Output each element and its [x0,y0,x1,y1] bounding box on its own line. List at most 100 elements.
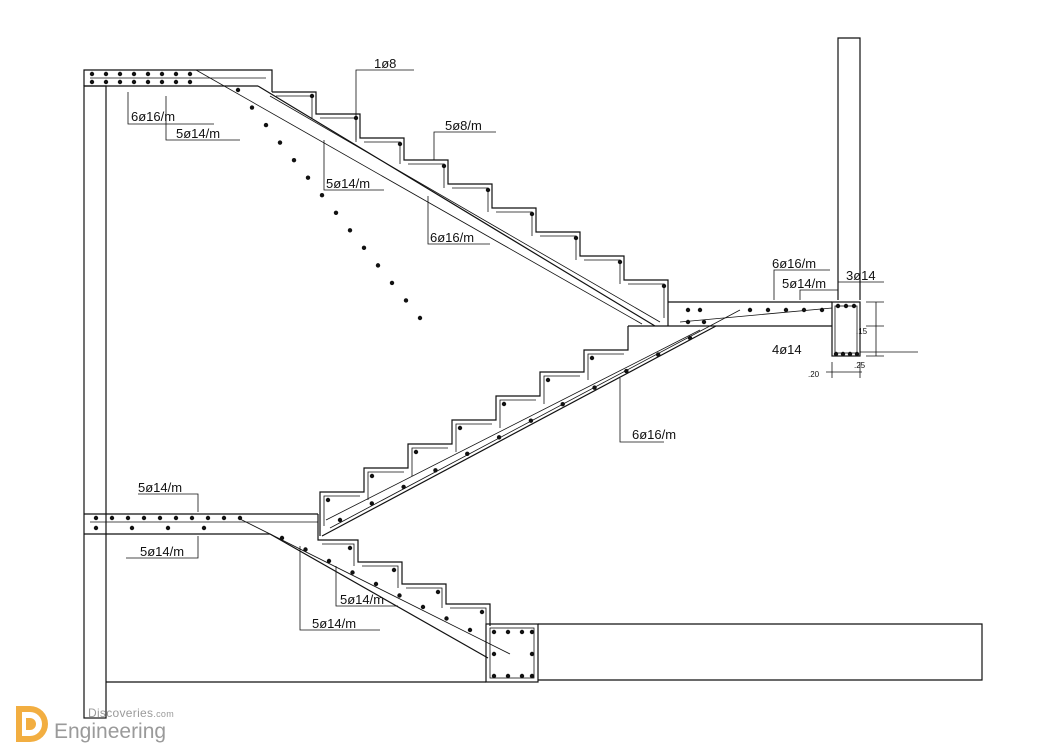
rebar-dot [573,235,579,241]
rebar-dot [159,79,165,85]
rebar-dot [624,368,629,374]
rebar-dot [125,515,131,521]
rebar-dot [747,307,753,313]
rebar-dot [141,515,147,521]
rebar-dot [417,315,423,321]
rebar-dot [528,418,534,423]
rebar-dot [187,79,193,85]
rebar-dot [479,609,485,615]
rebar-dot [361,245,367,251]
rebar-dot [109,515,115,521]
rebar-dot [221,515,227,521]
rebar-dot [375,263,381,268]
rebar-dot [373,581,379,587]
ground-beam [106,623,983,683]
rebar-dot [655,352,661,357]
rebar-dot [467,627,473,633]
rebar-dot [129,525,135,531]
rebar-dot [391,567,397,573]
beam-dimensions [826,301,884,378]
rebar-dot [840,351,846,357]
rebar-dot [835,303,841,309]
rebar-dot [851,303,857,309]
rebar-dot [847,351,853,357]
rebar-dot [444,616,449,621]
bottom-flight-soffit [269,533,489,659]
upper-flight-steps [272,91,669,326]
rebar-dot [465,451,470,457]
rebar-dot [369,501,375,506]
rebar-dot [326,558,332,564]
rebar-dot [661,283,667,289]
rebar-dot [496,435,502,440]
landing-slab [628,301,833,327]
rebar-dot [157,515,163,521]
rebar-dot [397,593,402,598]
bottom-flight-step-bars [322,543,487,628]
rebar-dot [457,425,463,431]
rebar-dot [131,71,137,77]
leader-lines [126,69,918,631]
rebar-dot [441,163,447,169]
rebar-dot [529,651,535,657]
watermark-top: Discoveries.com [88,706,175,720]
watermark-name: Engineering [54,720,167,743]
rebar-dot [263,122,269,128]
rebar-dot [173,515,179,521]
rebar-dot [491,673,497,679]
rebar-dot [505,673,511,679]
rebar-dot [529,211,535,217]
rebar-dot [369,473,375,479]
rebar-dot [397,141,403,147]
rebar-dot [529,673,535,679]
rebar-dot [589,355,595,361]
rebar-dot [205,515,211,521]
rebar-dot [545,377,551,383]
rebar-dot [389,280,395,286]
rebar-dot [145,71,151,77]
middle-flight-steps [319,326,629,536]
middle-flight-soffit [321,325,717,537]
label-top-slab-top-bars: 5ø14/m [176,126,220,141]
rebar-dot [501,401,507,407]
rebar-dot [93,515,99,521]
rebar-dot [685,319,691,325]
rebar-dot [592,385,597,390]
rebar-dot [249,105,255,110]
label-top-slab-bottom-bars: 6ø16/m [131,109,175,124]
rebar-dot [333,210,339,215]
rebar-dot [833,351,839,357]
watermark-logo: Discoveries.com Engineering [6,700,236,750]
rebar-dot [201,525,207,531]
lower-slab [84,513,318,535]
dim-beam-width: .20 [808,370,820,379]
rebar-dot [783,307,789,313]
rebar-dot [173,71,179,77]
rebar-dot [187,71,193,77]
rebar-dot [305,175,311,180]
rebar-dot [433,468,438,473]
rebar-dot [491,629,497,635]
rebar-dot [303,547,308,552]
rebar-dot [145,79,151,85]
rebar-dot [235,87,241,93]
label-bottom-flight-b: 5ø14/m [312,616,356,631]
rebar-dot [435,589,441,595]
rebar-dots [89,71,860,679]
rebar-dot [685,307,691,313]
label-lower-slab-top: 5ø14/m [138,480,182,495]
rebar-dot [337,517,343,523]
rebar-dot [347,228,353,233]
label-landing-main: 6ø16/m [772,256,816,271]
rebar-dot [519,629,525,635]
dim-beam-cover: .25 [854,361,866,370]
bottom-flight-steps [317,514,491,626]
rebar-dot [103,71,109,77]
label-landing-dist: 5ø14/m [782,276,826,291]
rebar-dot [309,93,315,99]
label-upper-flight-top: 5ø14/m [326,176,370,191]
rebar-dot [403,298,409,303]
dim-beam-depth: .15 [856,327,868,336]
rebar-dot [131,79,137,85]
